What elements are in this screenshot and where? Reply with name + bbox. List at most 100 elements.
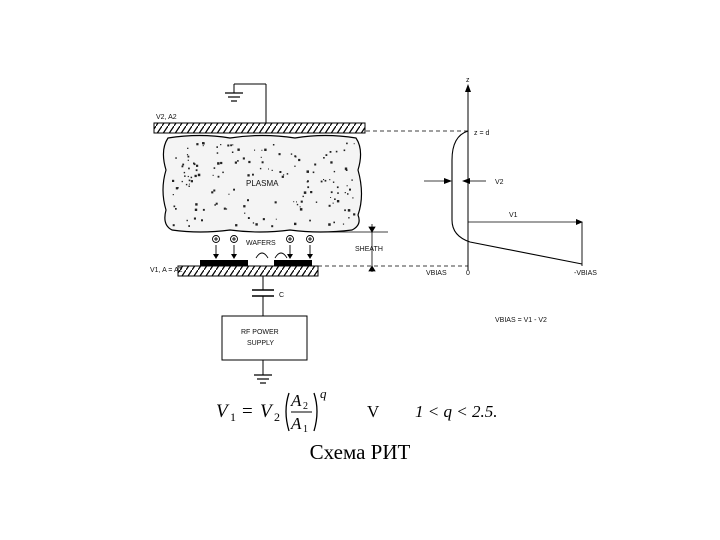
wafers-label: WAFERS: [246, 240, 276, 247]
plasma-particle: [234, 161, 237, 164]
plasma-particle: [299, 206, 301, 208]
plasma-particle: [330, 161, 333, 164]
plasma-particle: [247, 217, 250, 219]
plasma-particle: [345, 169, 348, 171]
plasma-particle: [183, 171, 186, 174]
plasma-particle: [271, 169, 273, 171]
plasma-particle: [325, 154, 328, 156]
plasma-particle: [175, 187, 179, 190]
plasma-particle: [347, 193, 349, 195]
plasma-particle: [233, 188, 235, 191]
plasma-particle: [225, 208, 228, 210]
plasma-particle: [299, 208, 303, 211]
plasma-particle: [335, 150, 338, 153]
plasma-particle: [306, 170, 309, 173]
plasma-particle: [186, 219, 188, 222]
plasma-particle: [244, 212, 246, 214]
formula-numerator: A: [290, 391, 302, 410]
plasma-particle: [216, 152, 219, 154]
plasma-particle: [336, 200, 340, 203]
plasma-particle: [330, 197, 332, 198]
plasma-particle: [346, 185, 348, 187]
plasma-label: PLASMA: [246, 179, 279, 188]
plasma-particle: [347, 209, 351, 212]
plasma-particle: [294, 222, 297, 226]
plasma-particle: [223, 207, 226, 210]
plasma-particle: [332, 181, 335, 183]
plasma-particle: [315, 201, 318, 203]
plasma-particle: [228, 193, 230, 195]
plasma-particle: [333, 221, 335, 224]
plasma-particle: [290, 153, 293, 155]
plasma-particle: [202, 145, 204, 147]
plasma-particle: [334, 198, 336, 200]
plasma-particle: [252, 222, 255, 224]
plasma-particle: [329, 151, 332, 153]
plasma-particle: [247, 199, 249, 202]
plasma-particle: [172, 194, 174, 196]
plasma-particle: [261, 149, 263, 151]
bottom-electrode-label: V1, A = A2: [150, 267, 183, 274]
plasma-particle: [182, 163, 185, 166]
plasma-region: [162, 134, 363, 233]
rf-supply-label: SUPPLY: [247, 340, 274, 347]
slide-caption: Схема РИТ: [309, 440, 411, 464]
plasma-particle: [281, 175, 284, 178]
plasma-particle: [306, 181, 309, 183]
plasma-particle: [328, 223, 331, 226]
plasma-particle: [303, 191, 307, 194]
plasma-particle: [328, 204, 331, 207]
plasma-particle: [279, 171, 282, 173]
top-electrode: [153, 122, 366, 134]
plasma-particle: [324, 179, 327, 182]
plasma-particle: [275, 218, 277, 220]
plasma-particle: [196, 143, 199, 146]
plasma-particle: [188, 225, 190, 227]
ion-arrows: [212, 235, 314, 259]
plasma-particle: [188, 179, 191, 182]
plasma-particle: [177, 187, 179, 189]
plasma-particle: [294, 165, 296, 167]
plasma-particle: [330, 191, 333, 194]
plasma-particle: [216, 146, 218, 148]
plasma-particle: [323, 179, 325, 181]
wafers: [200, 260, 312, 266]
formula-lhs-sub: 1: [230, 410, 236, 424]
plasma-particle: [348, 217, 350, 219]
potential-plot: [424, 84, 583, 270]
plasma-particle: [194, 208, 198, 211]
plasma-particle: [202, 142, 205, 145]
plasma-particle: [213, 189, 216, 192]
plasma-particle: [194, 174, 197, 178]
plasma-particle: [261, 161, 264, 164]
plasma-particle: [232, 144, 234, 146]
plasma-particle: [231, 151, 234, 153]
plasma-particle: [181, 180, 183, 183]
plasma-particle: [333, 170, 336, 173]
sheath-label: SHEATH: [355, 246, 383, 253]
plasma-particle: [259, 167, 262, 170]
plasma-particle: [222, 171, 224, 174]
plasma-particle: [175, 208, 177, 210]
plasma-particle: [202, 208, 205, 211]
plasma-particle: [312, 171, 315, 174]
plasma-particle: [185, 183, 188, 186]
z-d-label: z = d: [474, 130, 489, 137]
plasma-particle: [195, 169, 198, 172]
plasma-particle: [217, 162, 220, 165]
top-electrode-label: V2, A2: [156, 114, 177, 121]
plasma-particle: [190, 176, 193, 179]
plasma-particle: [271, 225, 274, 228]
plasma-particle: [212, 174, 214, 176]
plasma-particle: [260, 156, 262, 158]
formula-rhs-sub: 2: [274, 410, 280, 424]
plasma-particle: [247, 174, 250, 177]
plasma-particle: [187, 175, 189, 178]
plasma-particle: [293, 201, 295, 203]
v1-label: V1: [509, 212, 518, 219]
plasma-particle: [184, 175, 186, 177]
capacitor: [252, 276, 274, 316]
plasma-particle: [186, 154, 189, 156]
